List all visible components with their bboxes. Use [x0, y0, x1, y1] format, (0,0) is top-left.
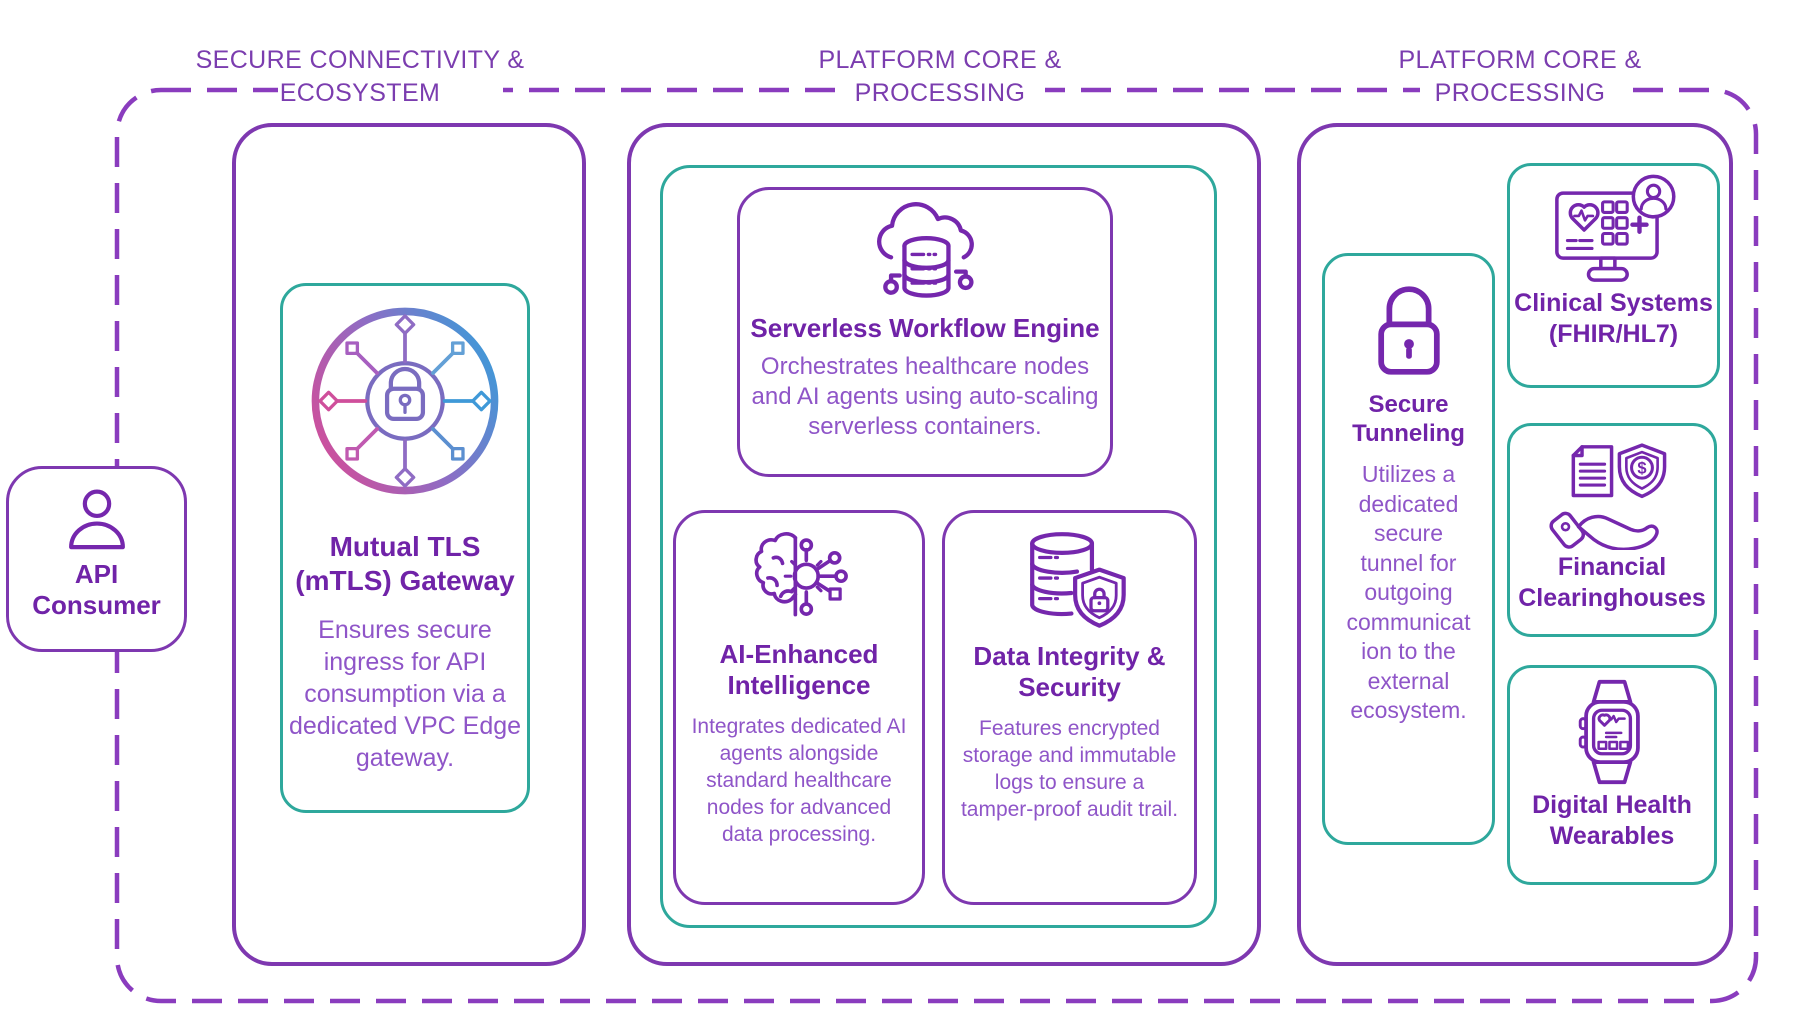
api-consumer-label: API Consumer: [32, 559, 161, 620]
digital-health-wearables-card: Digital Health Wearables: [1507, 665, 1717, 885]
brain-circuit-icon: [676, 523, 922, 633]
ai-intelligence-description: Integrates dedicated AI agents alongside…: [691, 715, 907, 846]
mtls-gateway-description: Ensures secure ingress for API consumpti…: [288, 616, 522, 772]
secure-tunneling-description: Utilizes a dedicated secure tunnel for o…: [1346, 461, 1471, 723]
financial-clearinghouses-title: Financial Clearinghouses: [1518, 553, 1706, 612]
ai-intelligence-title: AI-Enhanced Intelligence: [719, 639, 879, 700]
clinical-monitor-icon: [1510, 172, 1717, 288]
api-consumer-node: API Consumer: [6, 466, 187, 652]
clinical-systems-card: Clinical Systems (FHIR/HL7): [1507, 163, 1720, 388]
data-integrity-description: Features encrypted storage and immutable…: [960, 717, 1179, 821]
mtls-gateway-card: Mutual TLS (mTLS) Gateway Ensures secure…: [280, 283, 530, 813]
section-header-platform-core-right: PLATFORM CORE & PROCESSING: [1398, 46, 1642, 107]
smartwatch-icon: [1510, 676, 1714, 788]
clinical-systems-title: Clinical Systems (FHIR/HL7): [1514, 289, 1713, 348]
section-header-platform-core-middle: PLATFORM CORE & PROCESSING: [818, 46, 1062, 107]
data-integrity-title: Data Integrity & Security: [973, 641, 1166, 702]
cloud-database-icon: [740, 198, 1110, 308]
dollar-sign-glyph: $: [1637, 460, 1646, 478]
financial-clearinghouses-card: $ Financial Clearinghouses: [1507, 423, 1717, 637]
header-backdrop: [278, 80, 503, 110]
padlock-icon: [1325, 272, 1492, 380]
ai-intelligence-card: AI-Enhanced Intelligence Integrates dedi…: [673, 510, 925, 905]
header-backdrop: [1420, 80, 1620, 110]
mtls-gateway-title: Mutual TLS (mTLS) Gateway: [295, 531, 515, 596]
digital-health-wearables-title: Digital Health Wearables: [1532, 791, 1692, 850]
serverless-description: Orchestrates healthcare nodes and AI age…: [751, 353, 1099, 440]
serverless-title: Serverless Workflow Engine: [750, 313, 1100, 343]
financial-clearinghouse-icon: $: [1510, 434, 1714, 550]
serverless-workflow-card: Serverless Workflow Engine Orchestrates …: [737, 187, 1113, 477]
mtls-network-lock-icon: [283, 302, 527, 500]
data-integrity-card: Data Integrity & Security Features encry…: [942, 510, 1197, 905]
secure-tunneling-card: Secure Tunneling Utilizes a dedicated se…: [1322, 253, 1495, 845]
database-shield-icon: [945, 523, 1194, 635]
section-header-secure-connectivity: SECURE CONNECTIVITY & ECOSYSTEM: [195, 46, 525, 107]
secure-tunneling-title: Secure Tunneling: [1352, 391, 1465, 447]
person-icon: [9, 481, 184, 557]
header-backdrop: [845, 80, 1045, 110]
